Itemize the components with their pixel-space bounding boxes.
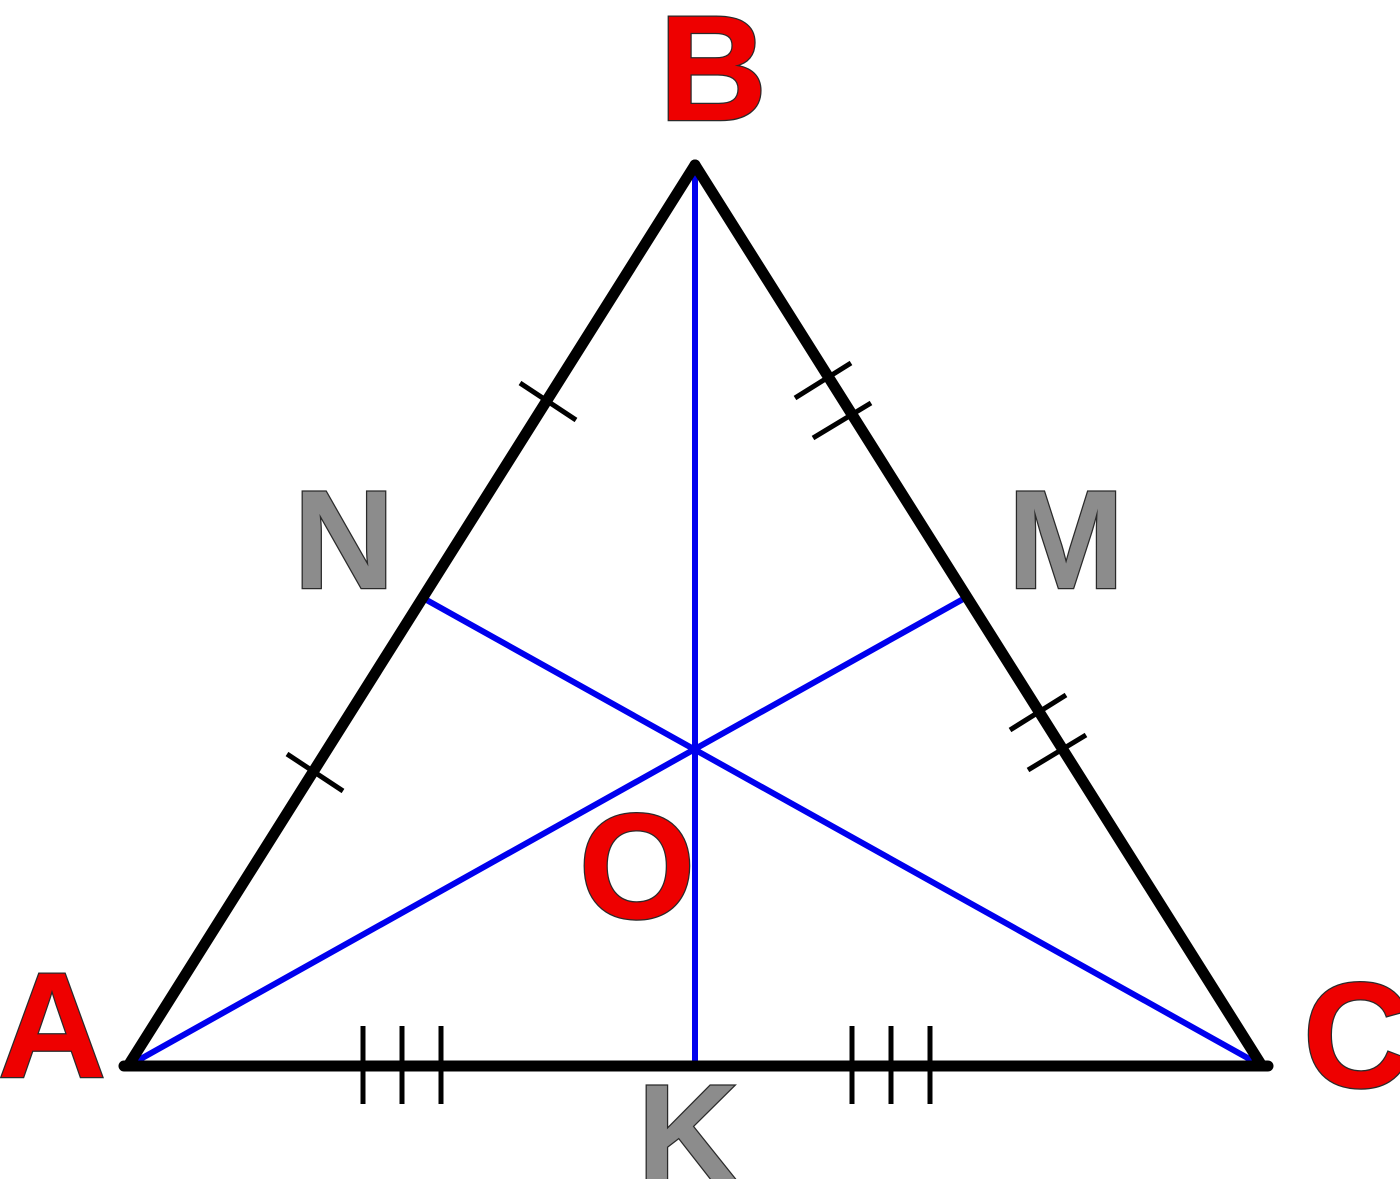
ticks-ac [360, 1026, 933, 1104]
label-n: N [293, 461, 394, 618]
ticks-bc [793, 360, 1088, 773]
median-cn [421, 595, 1264, 1069]
median-an [126, 595, 967, 1069]
side-bc [689, 159, 1268, 1072]
tick-bc-2b [1026, 732, 1088, 773]
label-m: M [1008, 461, 1125, 618]
tick-bc-1b [811, 400, 873, 441]
label-k: K [637, 1055, 738, 1179]
label-a: A [0, 941, 106, 1109]
side-ab [122, 159, 701, 1072]
label-c: C [1303, 951, 1400, 1119]
triangle-abc [118, 159, 1274, 1072]
label-o: O [579, 782, 696, 950]
tick-bc-2a [1008, 692, 1068, 733]
medians [126, 165, 1264, 1069]
label-b: B [659, 0, 767, 152]
ticks-ab [285, 380, 578, 794]
tick-bc-1a [793, 360, 853, 401]
tick-ab-2 [285, 751, 345, 794]
tick-ab-1 [518, 380, 578, 423]
